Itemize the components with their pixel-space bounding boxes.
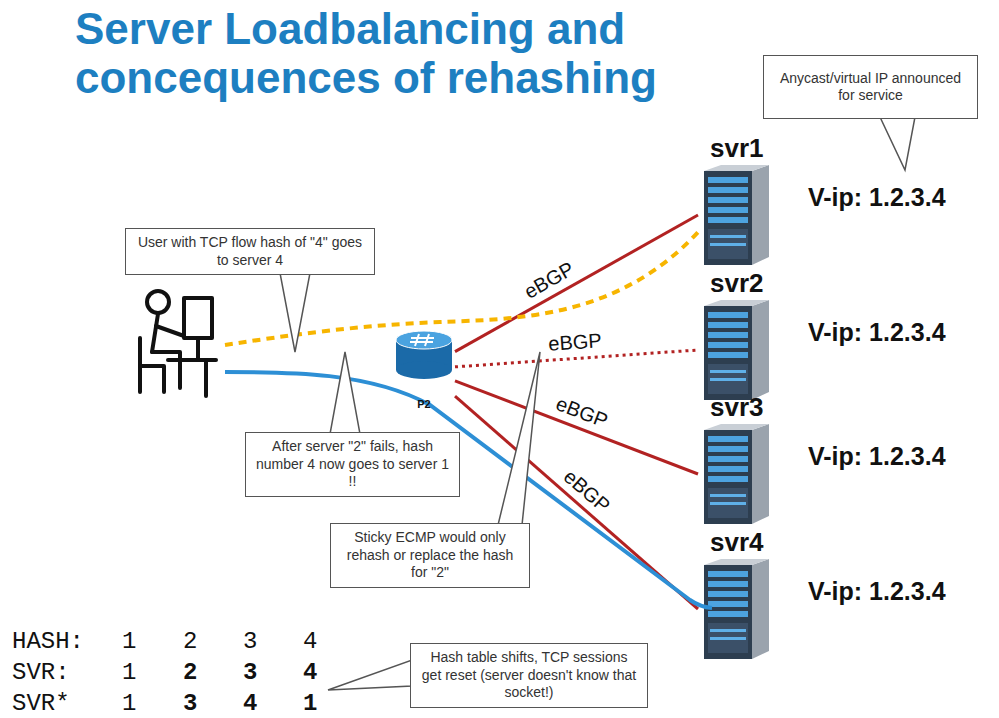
table-row-heading: HASH: [12,630,84,654]
server-name: svr1 [710,133,764,164]
router-icon [396,331,452,379]
server-icon [704,424,769,524]
server-name: svr2 [710,268,764,299]
virtual-ip: V-ip: 1.2.3.4 [808,318,946,347]
callout-box: After server "2" fails, hash number 4 no… [245,432,460,497]
callout-text: User with TCP flow hash of "4" goes to s… [134,234,366,269]
table-row-heading: SVR: [12,661,70,685]
table-cell: 3 [243,661,257,685]
table-cell: 1 [122,630,136,654]
router-name: P2 [393,398,455,410]
callout-box: Sticky ECMP would only rehash or replace… [330,523,530,588]
flow-after [225,372,712,608]
table-cell: 1 [122,692,136,716]
user-icon [140,291,216,396]
table-cell: 2 [183,661,197,685]
table-cell: 4 [303,630,317,654]
server-name: svr3 [710,392,764,423]
server-node: svr1V-ip: 1.2.3.4 [698,133,988,267]
virtual-ip: V-ip: 1.2.3.4 [808,577,946,606]
callout-box: User with TCP flow hash of "4" goes to s… [125,228,375,275]
server-node: svr2V-ip: 1.2.3.4 [698,268,988,402]
edge-label: eBGP [552,393,613,432]
title: Server Loadbalancing and concequences of… [75,4,715,103]
edge-label: eBGP [559,464,615,517]
virtual-ip: V-ip: 1.2.3.4 [808,442,946,471]
server-node: svr4V-ip: 1.2.3.4 [698,527,988,661]
callout-text: After server "2" fails, hash number 4 no… [254,438,451,491]
callout-text: Sticky ECMP would only rehash or replace… [339,529,521,582]
server-icon [704,300,769,400]
callout-box: Hash table shifts, TCP sessions get rese… [410,643,648,708]
callout-box: Anycast/virtual IP announced for service [763,55,978,119]
table-cell: 1 [122,661,136,685]
table-cell: 4 [303,661,317,685]
table-cell: 4 [243,692,257,716]
edge-label: eBGP [546,330,605,354]
table-cell: 3 [243,630,257,654]
callout-text: Anycast/virtual IP announced for service [772,70,969,105]
server-icon [704,165,769,265]
table-row-heading: SVR* [12,692,70,716]
router-node: P2 [393,328,455,410]
table-cell: 1 [303,692,317,716]
server-node: svr3V-ip: 1.2.3.4 [698,392,988,526]
table-cell: 2 [183,630,197,654]
connector [455,350,698,367]
virtual-ip: V-ip: 1.2.3.4 [808,183,946,212]
edge-label: eBGP [519,257,579,303]
table-cell: 3 [183,692,197,716]
callout-text: Hash table shifts, TCP sessions get rese… [419,649,639,702]
server-icon [704,559,769,659]
server-name: svr4 [710,527,764,558]
